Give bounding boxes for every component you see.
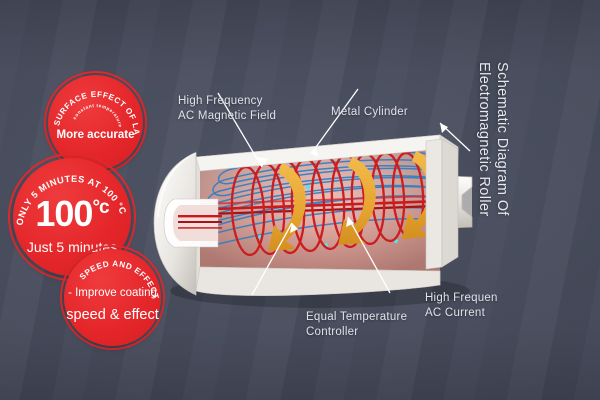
badge1-subarc-label: constant temperature [72, 103, 122, 128]
badge-disc [64, 249, 161, 346]
callout-metal-cylinder: Metal Cylinder [331, 106, 408, 118]
right-end-plate [425, 138, 459, 270]
badge2-big-value: 100 [35, 193, 93, 234]
leader-arrowheads [256, 123, 448, 233]
badge-ring [60, 245, 165, 350]
callout-hf-magnetic-field: High Frequency AC Magnetic Field [178, 95, 277, 122]
page-title-line2: Electromagnetic Roller [476, 62, 492, 217]
callout-hf-ac-current: High Frequen AC Current [425, 292, 498, 319]
badge3-line1: - Improve coating [68, 287, 157, 299]
page-title: Schematic Diagram Of Electromagnetic Rol… [475, 62, 511, 282]
badge-speed-effect: SPEED AND EFFECT - Improve coating speed… [60, 245, 165, 350]
badge2-big-unit: °c [92, 197, 109, 218]
badge1-headline: More accurate [56, 129, 135, 141]
callout-equal-temperature-controller: Equal Temperature Controller [306, 311, 408, 338]
badge3-headline: speed & effect [66, 307, 159, 323]
left-end-cap [153, 152, 222, 296]
central-conductor [200, 194, 440, 216]
svg-text:constant temperature: constant temperature [72, 103, 123, 128]
badge2-value-row: 100°c [8, 193, 136, 235]
badge-surface-effect: SURFACE EFFECT OF LAMINATION constant te… [40, 64, 147, 174]
svg-text:SURFACE EFFECT OF LAMINATION: SURFACE EFFECT OF LAMINATION [40, 64, 141, 136]
badge-arc-text-wrap: ONLY 5 MINUTES AT 100 °C [8, 153, 136, 281]
page-title-line1: Schematic Diagram Of [494, 62, 510, 216]
badge-arc-text-wrap: SPEED AND EFFECT [60, 245, 165, 350]
badge1-arc-label: SURFACE EFFECT OF LAMINATION [40, 64, 140, 136]
leader-lines [217, 88, 471, 296]
electromagnetic-roller-illustration [140, 88, 500, 330]
badge-arc-text-wrap: SURFACE EFFECT OF LAMINATION constant te… [40, 64, 147, 174]
